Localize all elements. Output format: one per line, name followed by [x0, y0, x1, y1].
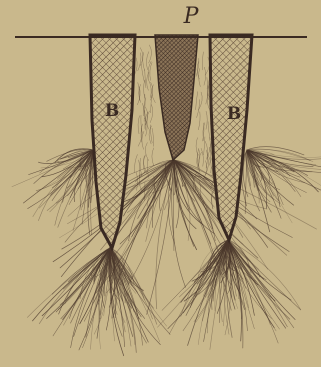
top-label-p: P — [183, 4, 200, 29]
right-label-b: B — [227, 104, 241, 124]
left-label-b: B — [105, 101, 119, 121]
